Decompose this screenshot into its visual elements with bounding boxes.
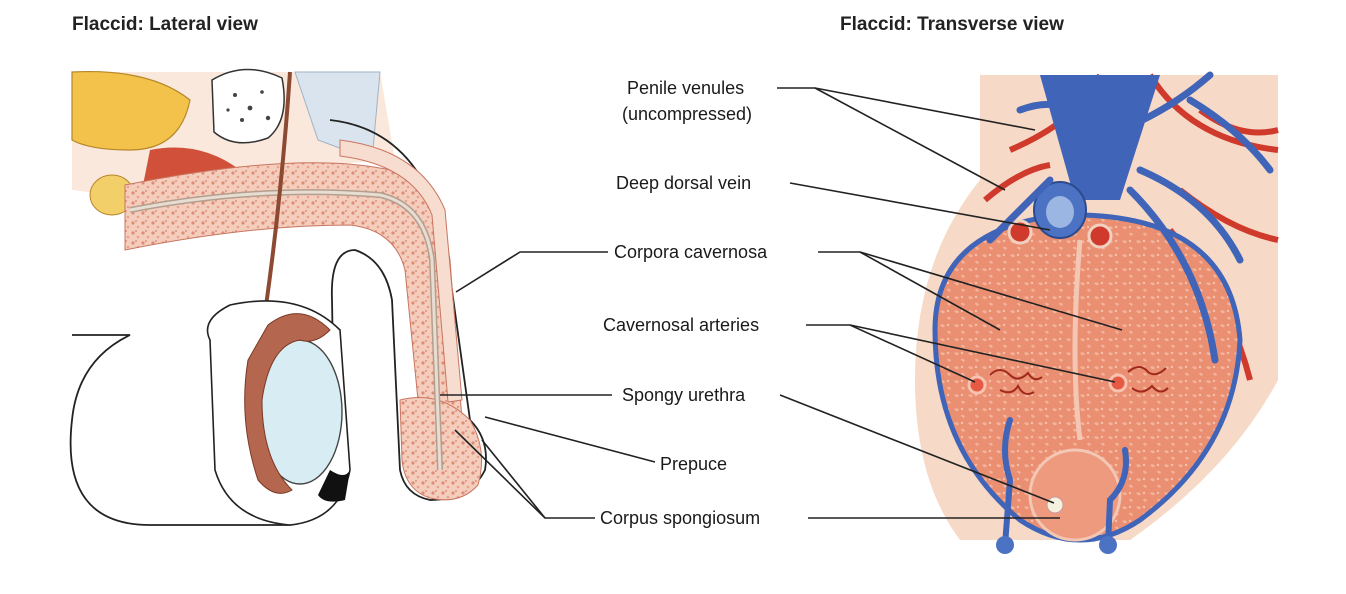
leader-urethra-transverse [779,394,1055,504]
dorsal-artery-right [1087,223,1113,249]
scrotal-shadow [318,470,350,502]
leader-lines [440,87,1123,519]
label-spongy-urethra: Spongy urethra [622,385,746,405]
dorsal-band [339,139,463,403]
leader-venules-b [814,87,1006,191]
leader-cc-lateral [455,251,608,293]
prostate-gland [71,70,191,151]
urethra-lumen [129,190,442,471]
label-deep-dorsal-vein: Deep dorsal vein [616,173,752,193]
leader-prepuce [484,416,656,463]
septum [1072,239,1083,441]
cavernosal-artery-left [967,375,987,395]
vein-lumen [1046,196,1074,228]
cavernosal-artery-right [1108,373,1128,393]
transverse-view [915,71,1279,554]
vein-stub-left [996,536,1014,554]
label-prepuce: Prepuce [660,454,728,474]
pubic-bone [211,68,285,144]
lateral-view [69,68,487,526]
shaft-veins [986,71,1274,364]
skin-outline [69,119,487,526]
label-corpus-spongiosum: Corpus spongiosum [600,508,761,528]
transverse-view-title: Flaccid: Transverse view [840,14,1064,35]
vein-stub-right [1099,536,1117,554]
urethra-transverse [1046,496,1064,514]
leader-cs-b [481,439,546,519]
leader-ca-right [849,324,1116,383]
dorsal-artery-left [1007,219,1033,245]
label-cavernosal-arteries: Cavernosal arteries [603,315,760,335]
label-penile-venules-sub: (uncompressed) [622,104,753,124]
lateral-view-title: Flaccid: Lateral view [72,14,258,35]
lower-veins [1002,417,1129,548]
helicine-arteries [989,366,1169,395]
label-penile-venules: Penile venules [627,78,745,98]
cross-section [932,212,1243,543]
bone-texture [226,90,271,122]
label-corpora-cavernosa: Corpora cavernosa [614,242,768,262]
epididymis [244,313,331,494]
leader-deep-dorsal-vein [789,182,1051,231]
leader-cc-right [859,251,1123,331]
